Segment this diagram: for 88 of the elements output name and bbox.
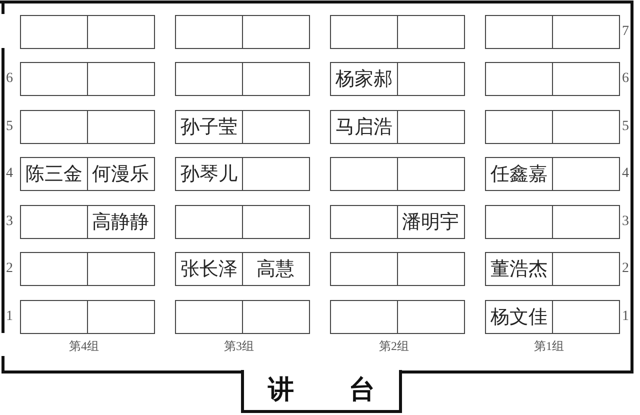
podium [241, 370, 402, 413]
desk [86, 110, 154, 144]
desk [175, 110, 243, 144]
desk [396, 110, 464, 144]
desk [485, 205, 553, 239]
desk [86, 252, 154, 286]
desk [485, 110, 553, 144]
student-name: 潘明宇 [402, 212, 459, 232]
desk [485, 300, 553, 334]
desk [175, 157, 243, 191]
desk [86, 300, 154, 334]
student-name: 杨文佳 [490, 308, 548, 326]
student-name: 马启浩 [336, 118, 392, 136]
row-number: 5 [6, 120, 13, 134]
desk [86, 62, 154, 96]
desk [552, 300, 620, 334]
row-number: 4 [6, 167, 13, 181]
desk [330, 110, 398, 144]
row-number: 7 [622, 25, 629, 39]
desk [242, 252, 310, 286]
desk [485, 62, 553, 96]
student-name: 任鑫嘉 [490, 164, 548, 184]
desk [485, 157, 553, 191]
desk [20, 110, 88, 144]
desk [20, 62, 88, 96]
row-number: 5 [622, 120, 629, 134]
student-name: 张长泽 [180, 260, 238, 278]
desk [552, 110, 620, 144]
row-number: 6 [6, 72, 13, 86]
desk [242, 205, 310, 239]
desk [552, 205, 620, 239]
row-number: 1 [622, 310, 629, 324]
desk [242, 300, 310, 334]
student-name: 何漫乐 [92, 164, 149, 184]
desk [330, 15, 398, 49]
desk [242, 62, 310, 96]
group-label: 第4组 [69, 340, 99, 352]
group-label: 第2组 [379, 340, 409, 352]
student-name: 陈三金 [26, 164, 82, 184]
desk [485, 252, 553, 286]
student-name: 董浩杰 [490, 260, 548, 278]
desk [330, 252, 398, 286]
desk [396, 62, 464, 96]
row-number: 2 [6, 262, 13, 276]
student-name: 孙子莹 [180, 118, 238, 136]
row-number: 4 [622, 167, 629, 181]
student-name: 杨家郝 [336, 70, 392, 88]
desk [330, 157, 398, 191]
desk [86, 205, 154, 239]
podium-label: 讲台 [268, 377, 430, 403]
desk [175, 205, 243, 239]
desk [20, 300, 88, 334]
desk [330, 300, 398, 334]
desk [175, 252, 243, 286]
desk [485, 15, 553, 49]
desk [396, 205, 464, 239]
desk [396, 252, 464, 286]
desk [175, 15, 243, 49]
student-name: 孙琴儿 [180, 164, 238, 184]
row-number: 2 [622, 262, 629, 276]
desk [396, 15, 464, 49]
desk [552, 15, 620, 49]
row-number: 1 [6, 310, 13, 324]
desk [20, 157, 88, 191]
desk [330, 205, 398, 239]
group-label: 第3组 [224, 340, 254, 352]
desk [552, 252, 620, 286]
row-number: 3 [622, 215, 629, 229]
desk [242, 157, 310, 191]
desk [20, 15, 88, 49]
row-number: 3 [6, 215, 13, 229]
desk [175, 300, 243, 334]
desk [396, 300, 464, 334]
desk [552, 62, 620, 96]
desk [242, 110, 310, 144]
group-label: 第1组 [534, 340, 564, 352]
desk [330, 62, 398, 96]
desk [86, 157, 154, 191]
desk [242, 15, 310, 49]
desk [396, 157, 464, 191]
desk [175, 62, 243, 96]
desk [86, 15, 154, 49]
row-number: 6 [622, 72, 629, 86]
student-name: 高静静 [92, 212, 149, 232]
student-name: 高慧 [256, 260, 294, 278]
desk [20, 252, 88, 286]
desk [20, 205, 88, 239]
desk [552, 157, 620, 191]
